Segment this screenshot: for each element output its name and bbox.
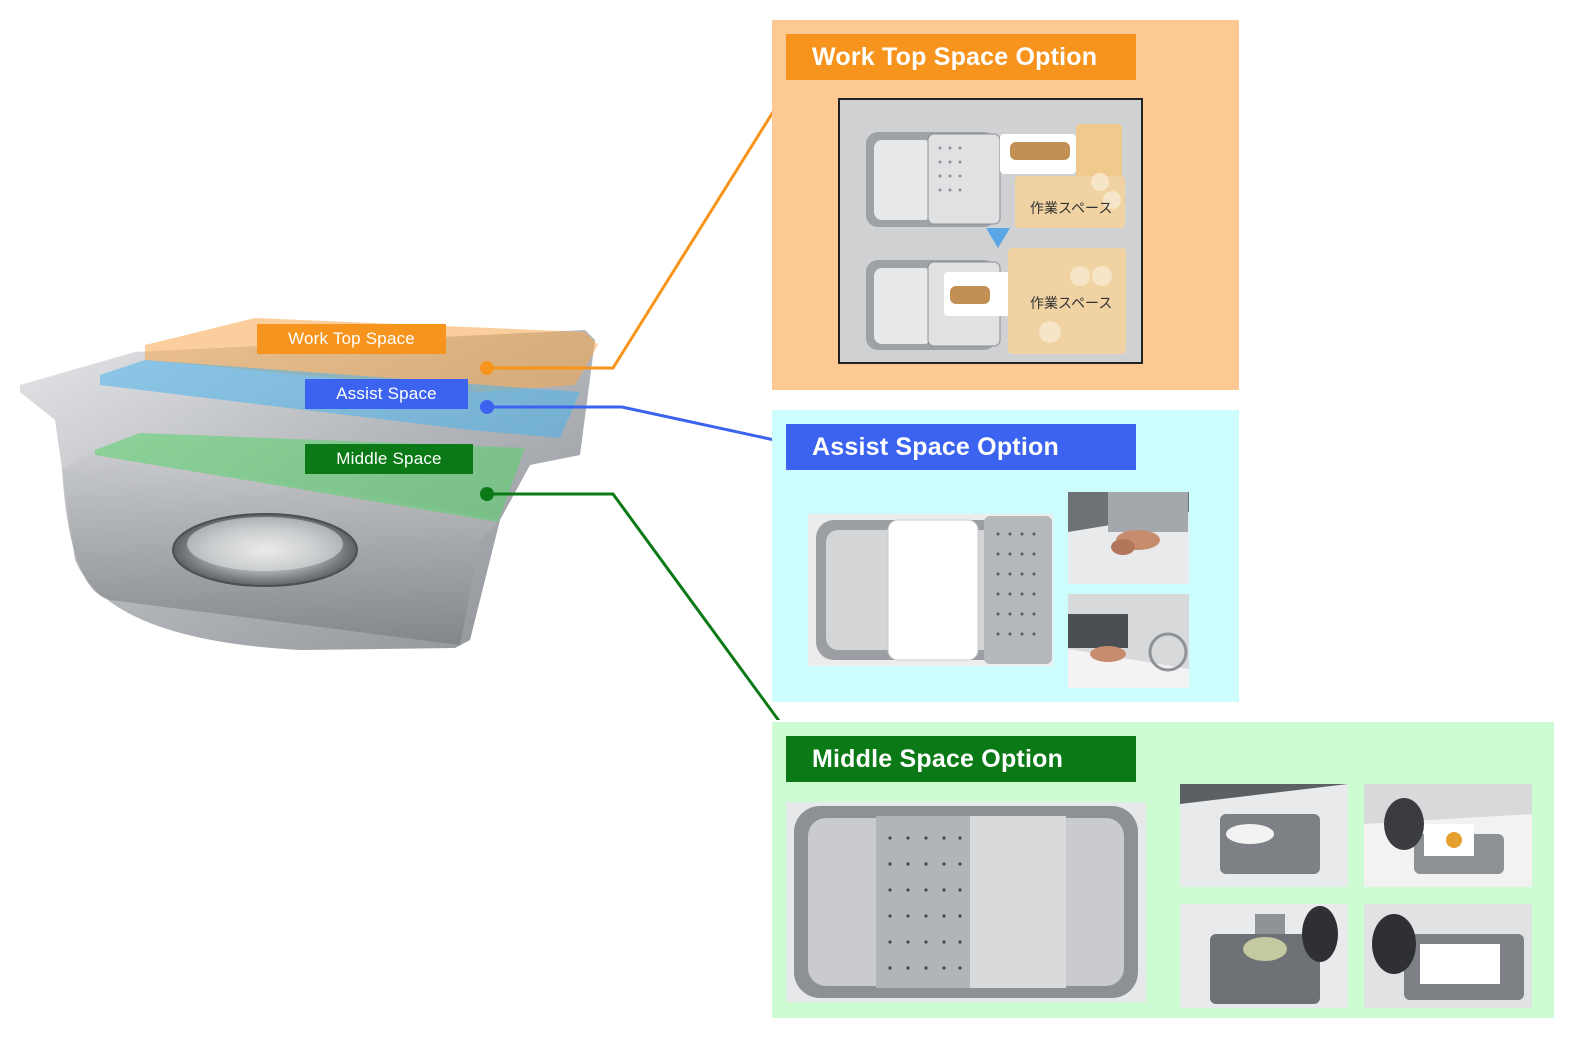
worktop-dot: [480, 361, 494, 375]
middle-photo-3: [1180, 904, 1348, 1008]
worktop-layer-label: Work Top Space: [257, 324, 446, 354]
assist-layer-label: Assist Space: [305, 379, 468, 409]
assist-connector: [487, 405, 780, 443]
assist-photo-2: [1068, 594, 1189, 688]
middle-layer-label: Middle Space: [305, 444, 473, 474]
middle-photo-2: [1364, 784, 1532, 887]
assist-dot: [480, 400, 494, 414]
middle-dot: [480, 487, 494, 501]
worktop-option-title: Work Top Space Option: [786, 34, 1136, 80]
work-space-label-bottom: 作業スペース: [1030, 296, 1113, 312]
middle-option-title: Middle Space Option: [786, 736, 1136, 782]
middle-photo-4: [1364, 904, 1532, 1008]
assist-photo-1: [1068, 492, 1189, 584]
worktop-photo: 作業スペース 作業スペース: [838, 98, 1143, 364]
middle-main-photo: [786, 802, 1146, 1002]
assist-option-title: Assist Space Option: [786, 424, 1136, 470]
assist-main-photo: [808, 514, 1053, 666]
worktop-connector: [487, 97, 780, 370]
middle-photo-1: [1180, 784, 1348, 887]
middle-connector: [487, 492, 780, 720]
sink-diagram: [20, 97, 780, 720]
work-space-label-top: 作業スペース: [1030, 201, 1113, 217]
